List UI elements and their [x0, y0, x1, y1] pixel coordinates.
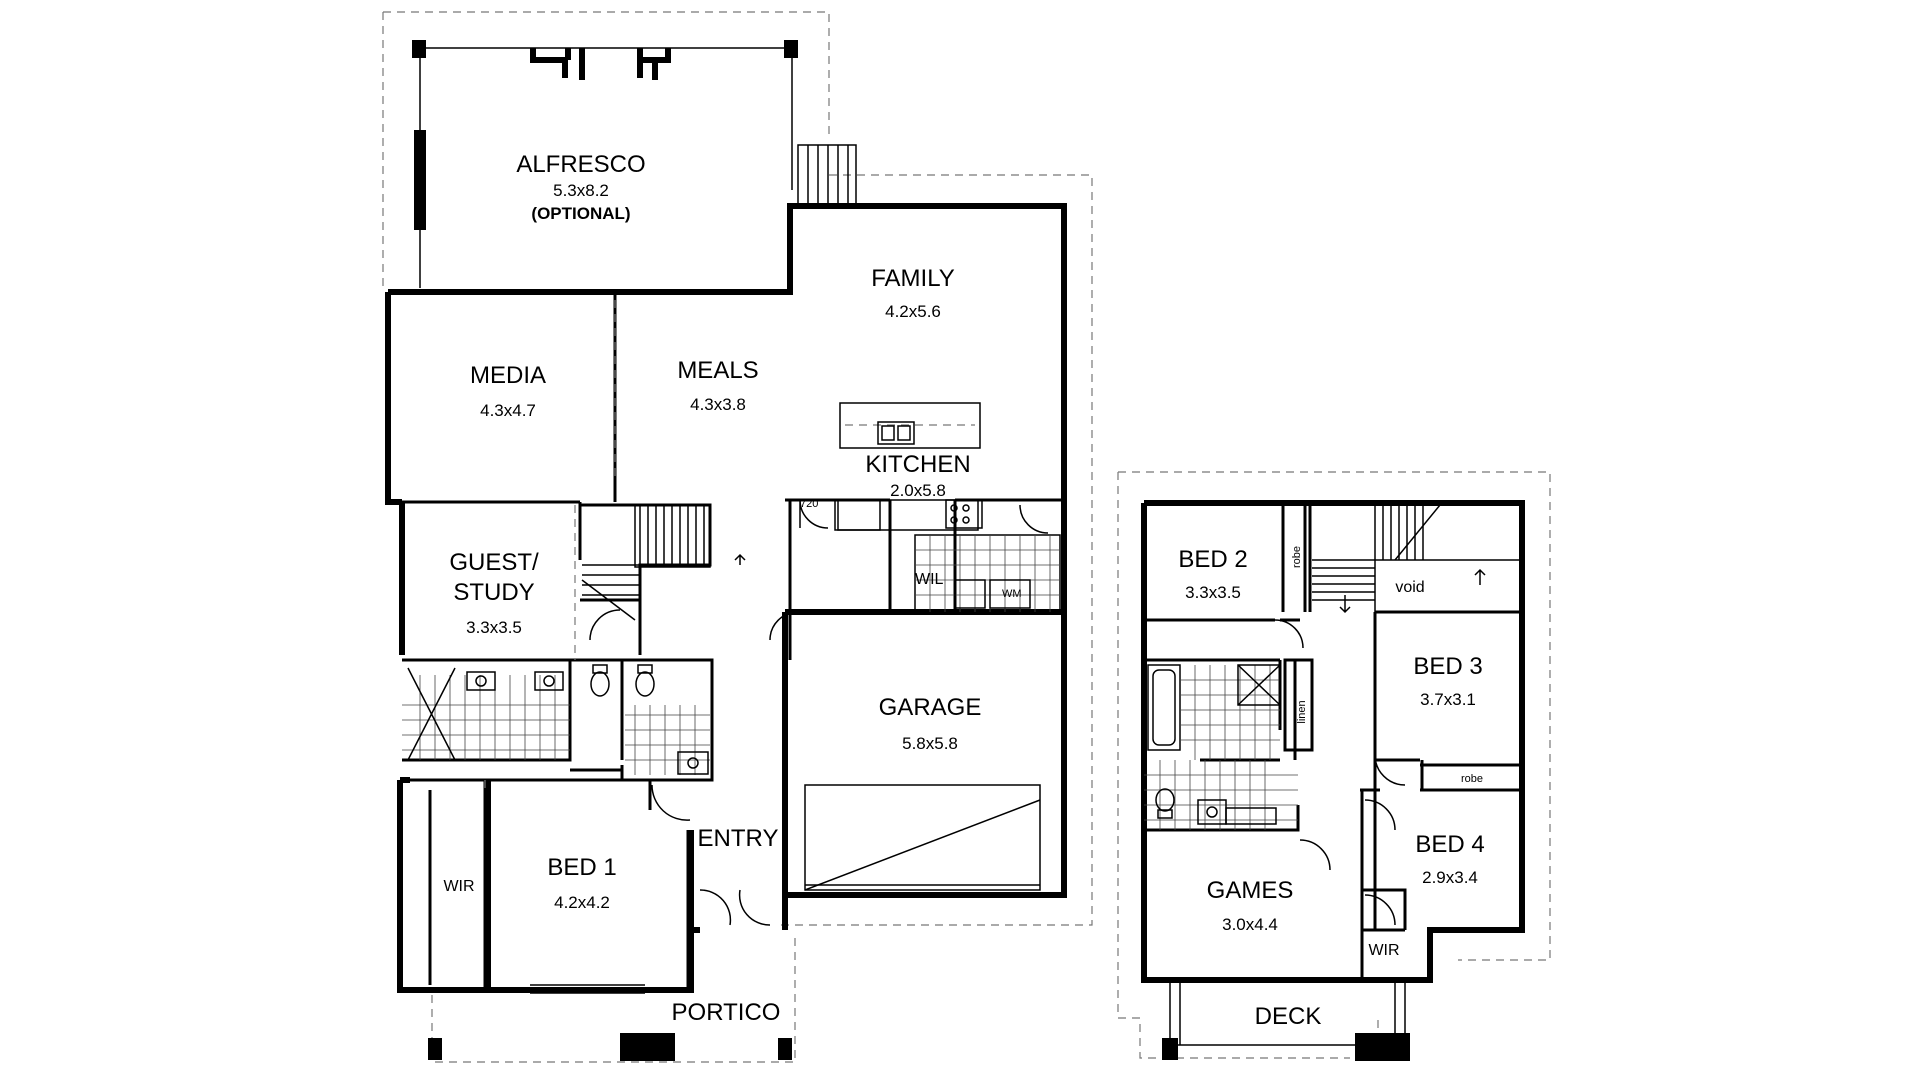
alfresco-wall-segment: [414, 130, 426, 230]
upper-interior-walls: [1144, 503, 1522, 980]
kitchen-size: 2.0x5.8: [890, 481, 946, 500]
door-swing-icon: [1274, 619, 1304, 649]
toilet-icon: [590, 664, 655, 697]
door-swing-icon: [1374, 754, 1406, 786]
linen-robe: [1283, 658, 1524, 792]
bed2-robe: [1281, 503, 1307, 612]
door-swing-icon: [651, 784, 691, 821]
alfresco-label: ALFRESCO: [516, 151, 645, 178]
robe-horizontal-label: robe: [1461, 773, 1483, 785]
portico-pier: [620, 1033, 675, 1061]
exterior-wall-left: [385, 292, 700, 993]
stair-arrow-icon: [734, 553, 746, 565]
shower-x: [407, 667, 456, 761]
door-swing-icon: [799, 499, 829, 529]
bathroom-tiles: [402, 667, 710, 775]
upper-exterior-wall: [1141, 500, 1525, 983]
bathtub-icon: [1147, 664, 1181, 751]
alfresco-outline: [383, 11, 830, 140]
robe-vertical-label: robe: [1291, 546, 1303, 568]
meals-label: MEALS: [677, 357, 758, 384]
garage-label: GARAGE: [879, 694, 982, 721]
portico-post: [428, 1038, 442, 1060]
bed4-size: 2.9x3.4: [1422, 868, 1478, 887]
sink-icon: [1197, 799, 1277, 825]
deck-post: [1162, 1038, 1178, 1060]
bed1-divider: [400, 777, 491, 990]
sink-icon: [466, 671, 564, 691]
family-label: FAMILY: [871, 265, 955, 292]
games-label: GAMES: [1207, 877, 1294, 904]
window: [530, 984, 645, 994]
stair-arrow-icon: [1339, 595, 1351, 614]
kitchen-island: [839, 402, 981, 449]
kitchen-bench: [837, 499, 979, 531]
deck-pier: [1355, 1033, 1410, 1061]
meals-size: 4.3x3.8: [690, 395, 746, 414]
stove-icon: [945, 499, 983, 529]
door-swing-icon: [769, 611, 799, 641]
stair-arrow-icon: [1474, 568, 1486, 585]
wir-upper-label: WIR: [1368, 942, 1399, 959]
bed2-label: BED 2: [1178, 546, 1247, 573]
alfresco-steps: [797, 144, 857, 206]
garage-size: 5.8x5.8: [902, 734, 958, 753]
ground-stairs: [581, 504, 746, 621]
pantry: [834, 500, 881, 531]
door-swing-icon: [1299, 839, 1331, 871]
sink-icon: [877, 421, 915, 445]
bed1-size: 4.2x4.2: [554, 893, 610, 912]
wil-label: WIL: [915, 571, 944, 588]
alfresco-pier: [530, 48, 585, 80]
wir-label: WIR: [443, 878, 474, 895]
portico-label: PORTICO: [672, 999, 781, 1026]
entry-doors: [699, 889, 771, 926]
house-outline-right: [780, 174, 1093, 926]
alfresco-post: [784, 40, 798, 58]
kitchen-label: KITCHEN: [865, 451, 970, 478]
door-swing-icon: [589, 609, 621, 641]
bed3-size: 3.7x3.1: [1420, 690, 1476, 709]
deck-label: DECK: [1255, 1003, 1322, 1030]
bed4-label: BED 4: [1415, 831, 1484, 858]
guest-study-label-2: STUDY: [453, 579, 534, 606]
games-size: 3.0x4.4: [1222, 915, 1278, 934]
guest-study-label-1: GUEST/: [449, 549, 539, 576]
entry-label: ENTRY: [698, 825, 779, 852]
wir-upper: [1362, 888, 1407, 932]
linen-label: linen: [1296, 700, 1308, 723]
alfresco-pier: [637, 48, 671, 80]
deck-rail: [1169, 980, 1406, 1046]
alfresco-note: (OPTIONAL): [531, 204, 630, 223]
upper-bathroom: [1144, 664, 1298, 830]
wm-label: WM: [1002, 588, 1022, 600]
door-swing-icon: [1019, 504, 1049, 534]
laundry-tiles: [914, 534, 1061, 613]
bed3-label: BED 3: [1413, 653, 1482, 680]
upper-stairs: [1312, 504, 1523, 614]
door-swing-icon: [1364, 799, 1396, 831]
bathroom-walls: [402, 658, 714, 782]
toilet-icon: [1155, 788, 1175, 819]
media-size: 4.3x4.7: [480, 401, 536, 420]
guest-study-size: 3.3x3.5: [466, 618, 522, 637]
portico-post: [778, 1038, 792, 1060]
door-swing-icon: [1364, 894, 1396, 926]
family-size: 4.2x5.6: [885, 302, 941, 321]
garage-door: [804, 784, 1041, 891]
upper-floor: BED 2 3.3x3.5 robe void BED 3 3.7x3.1 li…: [1117, 471, 1551, 1061]
vanity: [677, 751, 709, 775]
window: [399, 520, 405, 650]
media-label: MEDIA: [470, 362, 546, 389]
bed2-size: 3.3x3.5: [1185, 583, 1241, 602]
void-label: void: [1395, 579, 1424, 596]
exterior-wall-right-lower: [782, 612, 1067, 930]
ground-floor: ALFRESCO 5.3x8.2 (OPTIONAL) FAMILY 4.2x5…: [382, 11, 1093, 1063]
alfresco-post: [412, 40, 426, 58]
portico-outline: [431, 938, 796, 1063]
pantry-width-label: 720: [800, 498, 818, 510]
alfresco-size: 5.3x8.2: [553, 181, 609, 200]
bed1-label: BED 1: [547, 854, 616, 881]
